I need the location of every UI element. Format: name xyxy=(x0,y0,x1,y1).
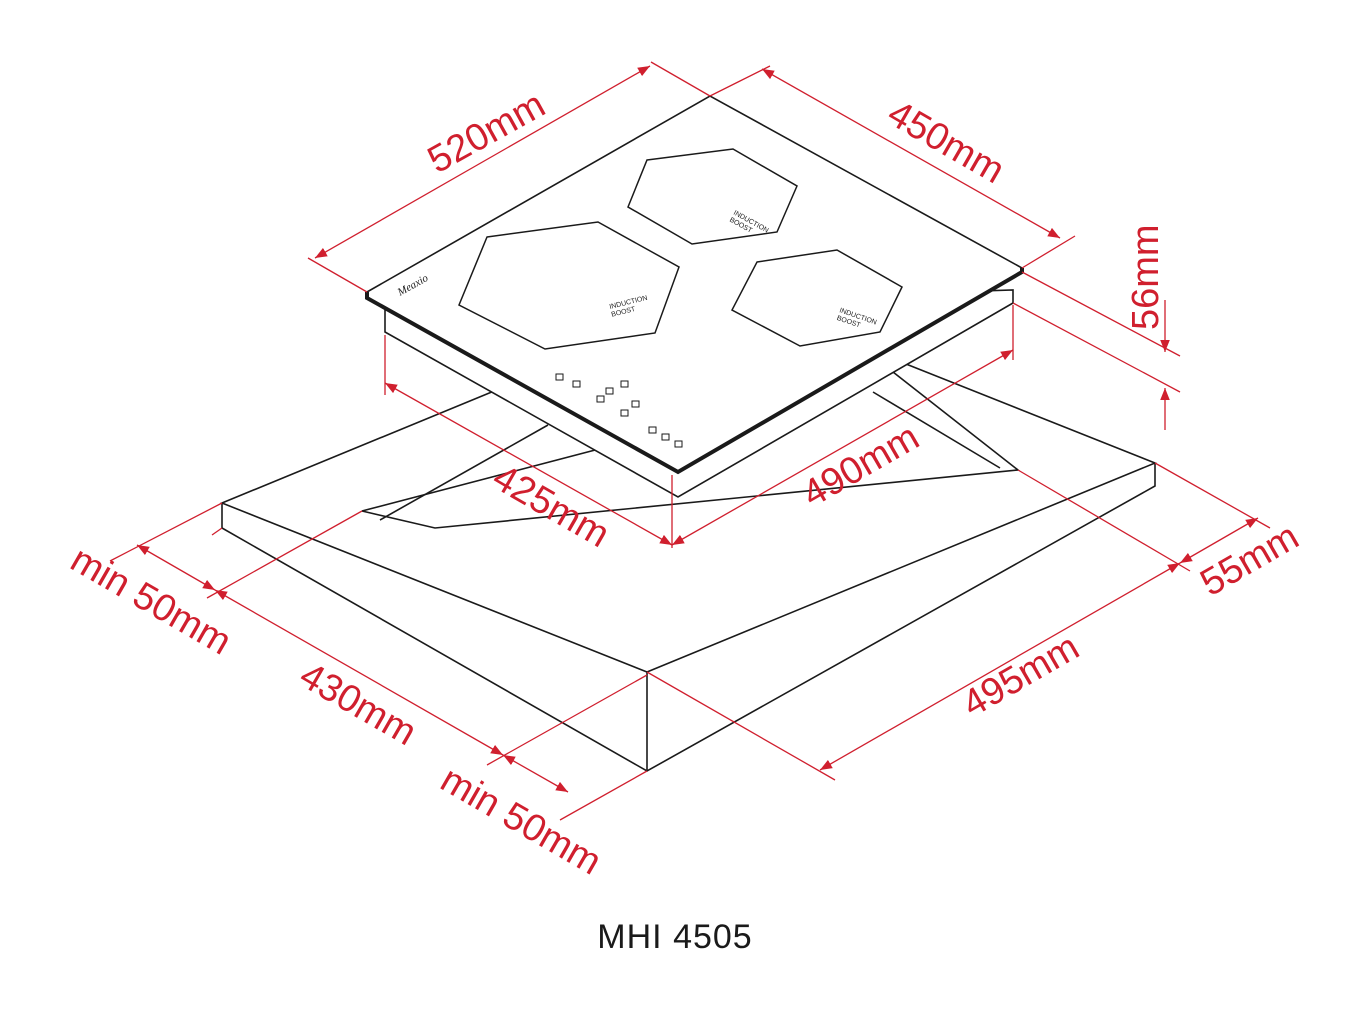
control-button xyxy=(596,395,605,403)
dimension-lines xyxy=(109,61,1271,821)
dim-counter-edge-left: min 50mm xyxy=(64,538,239,663)
control-button xyxy=(572,380,581,388)
control-button xyxy=(555,373,564,381)
control-button xyxy=(620,409,629,417)
dim-line-450 xyxy=(761,68,1061,239)
zone-right xyxy=(730,249,903,347)
control-button xyxy=(620,380,629,388)
dim-line-425 xyxy=(384,382,673,546)
dim-line-430 xyxy=(214,589,504,756)
dim-line-490 xyxy=(671,349,1014,546)
dim-line-min50-left xyxy=(136,544,216,591)
dim-line-55 xyxy=(1179,517,1259,564)
dim-back-gap: 55mm xyxy=(1194,516,1306,605)
dim-depth-top: 450mm xyxy=(881,92,1012,192)
control-button xyxy=(631,400,640,408)
dim-counter-edge-bottom: min 50mm xyxy=(434,758,609,883)
dim-height: 56mm xyxy=(1125,224,1167,330)
dim-line-520 xyxy=(314,65,651,259)
control-button xyxy=(674,440,683,448)
dim-line-min50-bottom xyxy=(502,754,569,793)
control-button xyxy=(605,387,614,395)
model-name: MHI 4505 xyxy=(597,918,753,956)
control-button xyxy=(648,426,657,434)
dim-counter-width: 495mm xyxy=(956,626,1087,726)
dim-counter-depth: 430mm xyxy=(293,654,424,754)
control-button xyxy=(661,433,670,441)
dim-line-495 xyxy=(819,562,1181,771)
